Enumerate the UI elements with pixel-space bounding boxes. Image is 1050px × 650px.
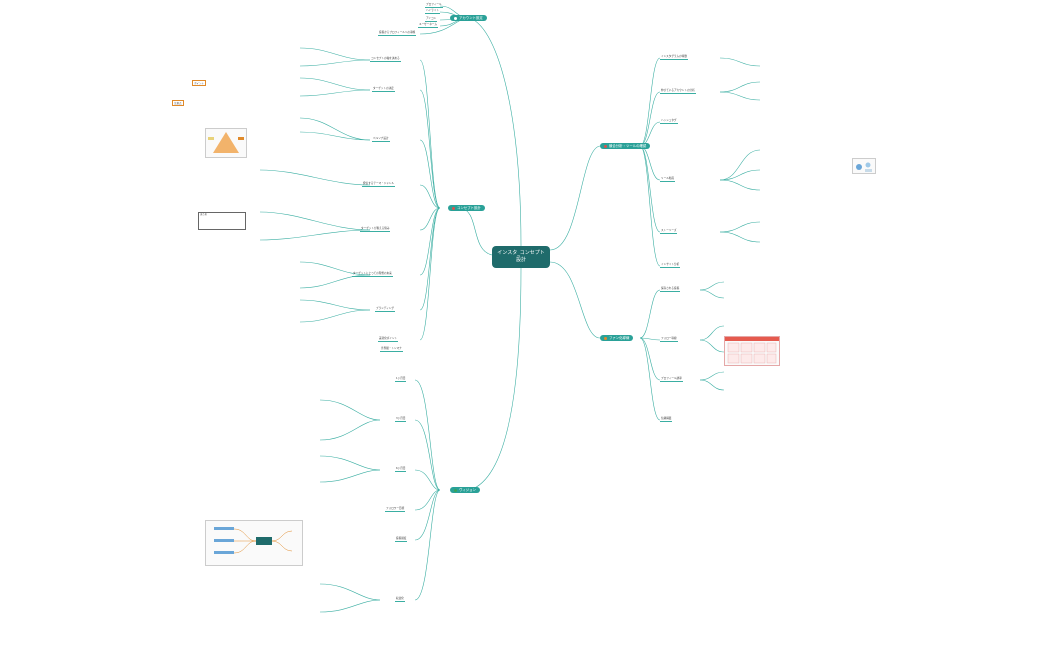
dot-icon [604,336,607,340]
hub-first-label: ファン化導線 [609,336,630,340]
first-item[interactable]: フォロー導線 [660,337,678,342]
diagram-icon [856,162,872,172]
flow-icon [214,527,293,554]
concept-item[interactable]: ターゲットにとっての理想の未来 [352,272,393,277]
market-item[interactable]: インサイト分析 [660,263,681,268]
hub-market[interactable]: 競合分析・ツールの確認 [600,143,651,149]
concept-item[interactable]: 差別化ポイント [378,337,399,342]
grid-icon [725,337,779,364]
hub-market-label: 競合分析・ツールの確認 [609,144,647,148]
hub-concept-label: コンセプト設計 [457,206,481,210]
account-item[interactable]: ユーザーネーム [418,23,439,28]
concept-item[interactable]: ターゲットが抱える悩み [360,227,391,232]
concept-item[interactable]: ペルソナ設計 [372,137,390,142]
hub-plan-label: ヴィジョン [459,488,476,492]
market-image [852,158,876,174]
note-tag: ポイント [192,80,207,86]
plan-item[interactable]: 3ヶ月目 [395,417,407,422]
account-item[interactable]: プロフィール [425,3,443,8]
dot-icon [454,16,457,20]
dot-icon [604,144,607,148]
market-item[interactable]: インスタグラムの特徴 [660,55,688,60]
note-box: まとめ [198,212,246,230]
concept-item[interactable]: ターゲットの決定 [372,87,395,92]
account-item[interactable]: アイコン [425,17,438,22]
market-item[interactable]: 伸びているアカウントの分析 [660,89,696,94]
plan-item[interactable]: フォロワー目標 [385,507,406,512]
note-box-label: まとめ [200,213,207,216]
dot-icon [454,488,457,492]
concept-image [205,128,247,158]
hub-concept[interactable]: コンセプト設計 [448,205,485,211]
dot-icon [452,206,455,210]
plan-item[interactable]: 投稿頻度 [395,537,408,542]
concept-item[interactable]: 世界観・トンマナ [380,347,403,352]
account-note[interactable]: 投稿からプロフィールへの導線 [378,31,417,36]
market-item[interactable]: ハッシュタグ [660,119,678,124]
central-topic-label: インスタ_コンセプト 設計 [497,250,545,263]
first-item[interactable]: プロフィール誘導 [660,377,683,382]
first-item[interactable]: 保存される投稿 [660,287,681,292]
market-item[interactable]: リール動画 [660,177,675,182]
note-tag: 注意点 [172,100,184,106]
concept-item[interactable]: ブランディング [375,307,395,312]
account-item[interactable]: ハイライト [425,9,440,14]
concept-item[interactable]: 発信するテーマ・ジャンル [362,182,395,187]
market-item[interactable]: ストーリーズ [660,229,678,234]
first-image [724,336,780,366]
first-item[interactable]: 信頼構築 [660,417,673,422]
hub-plan[interactable]: ヴィジョン [450,487,480,493]
pyramid-icon [208,132,244,153]
hub-account[interactable]: アカウント設定 [450,15,487,21]
plan-item[interactable]: 収益化 [395,597,405,602]
plan-image [205,520,303,566]
concept-item[interactable]: コンセプトの軸を決める [370,57,401,62]
plan-item[interactable]: 1ヶ月目 [395,377,407,382]
hub-first[interactable]: ファン化導線 [600,335,634,341]
hub-account-label: アカウント設定 [459,16,483,20]
plan-item[interactable]: 6ヶ月目 [395,467,407,472]
central-topic[interactable]: インスタ_コンセプト 設計 [492,246,550,268]
